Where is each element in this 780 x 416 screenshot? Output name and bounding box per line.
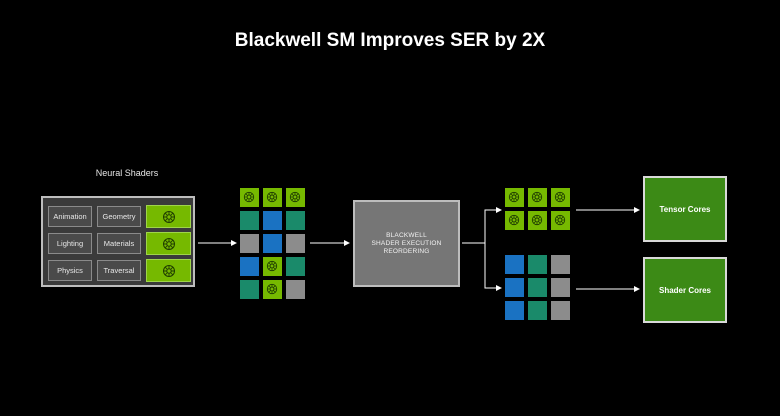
- ns-cell-traversal: Traversal: [97, 260, 141, 281]
- gray-work-square: [551, 301, 570, 320]
- tensor-work-square: [505, 188, 524, 207]
- neural-shaders-label: Neural Shaders: [95, 168, 159, 178]
- gray-work-square: [286, 234, 305, 253]
- gray-work-square: [240, 234, 259, 253]
- blue-work-square: [505, 301, 524, 320]
- ser-line-2: SHADER EXECUTION: [371, 239, 442, 247]
- tensor-work-square: [263, 257, 282, 276]
- chip-icon: [554, 214, 566, 226]
- diagram-title: Blackwell SM Improves SER by 2X: [234, 30, 546, 51]
- ser-box: BLACKWELL SHADER EXECUTION REORDERING: [353, 200, 460, 287]
- ns-cell-animation: Animation: [48, 206, 92, 227]
- chip-icon: [162, 264, 175, 277]
- blue-work-square: [505, 255, 524, 274]
- teal-work-square: [240, 280, 259, 299]
- chip-icon: [266, 283, 278, 295]
- mixed-work-grid: [240, 188, 306, 302]
- ser-line-1: BLACKWELL: [386, 231, 427, 239]
- gray-work-square: [551, 255, 570, 274]
- blue-work-square: [240, 257, 259, 276]
- tensor-work-grid: [505, 188, 571, 232]
- blue-work-square: [263, 234, 282, 253]
- ns-cell-physics: Physics: [48, 260, 92, 281]
- arrow-ser-to-tensor-grid: [462, 207, 502, 244]
- tensor-work-square: [263, 188, 282, 207]
- chip-icon: [554, 191, 566, 203]
- chip-icon: [531, 191, 543, 203]
- chip-icon: [162, 237, 175, 250]
- ns-chip-3: [146, 259, 191, 282]
- tensor-work-square: [551, 211, 570, 230]
- arrow-ser-to-shader-grid: [484, 243, 502, 291]
- teal-work-square: [528, 255, 547, 274]
- tensor-cores-box: Tensor Cores: [643, 176, 727, 242]
- chip-icon: [266, 191, 278, 203]
- ns-cell-materials: Materials: [97, 233, 141, 254]
- teal-work-square: [286, 211, 305, 230]
- gray-work-square: [551, 278, 570, 297]
- neural-shaders-box: Animation Geometry Lighting Materials Ph…: [41, 196, 195, 287]
- chip-icon: [266, 260, 278, 272]
- chip-icon: [508, 191, 520, 203]
- chip-icon: [162, 210, 175, 223]
- tensor-work-square: [286, 188, 305, 207]
- teal-work-square: [240, 211, 259, 230]
- tensor-work-square: [551, 188, 570, 207]
- chip-icon: [289, 191, 301, 203]
- blue-work-square: [263, 211, 282, 230]
- ns-cell-lighting: Lighting: [48, 233, 92, 254]
- teal-work-square: [528, 301, 547, 320]
- ns-chip-1: [146, 205, 191, 228]
- tensor-work-square: [528, 211, 547, 230]
- ns-chip-2: [146, 232, 191, 255]
- chip-icon: [531, 214, 543, 226]
- chip-icon: [243, 191, 255, 203]
- tensor-work-square: [505, 211, 524, 230]
- teal-work-square: [286, 257, 305, 276]
- ser-line-3: REORDERING: [383, 247, 430, 255]
- tensor-work-square: [528, 188, 547, 207]
- shader-cores-box: Shader Cores: [643, 257, 727, 323]
- shader-work-grid: [505, 255, 571, 321]
- teal-work-square: [528, 278, 547, 297]
- ns-cell-geometry: Geometry: [97, 206, 141, 227]
- tensor-work-square: [263, 280, 282, 299]
- blue-work-square: [505, 278, 524, 297]
- tensor-work-square: [240, 188, 259, 207]
- chip-icon: [508, 214, 520, 226]
- gray-work-square: [286, 280, 305, 299]
